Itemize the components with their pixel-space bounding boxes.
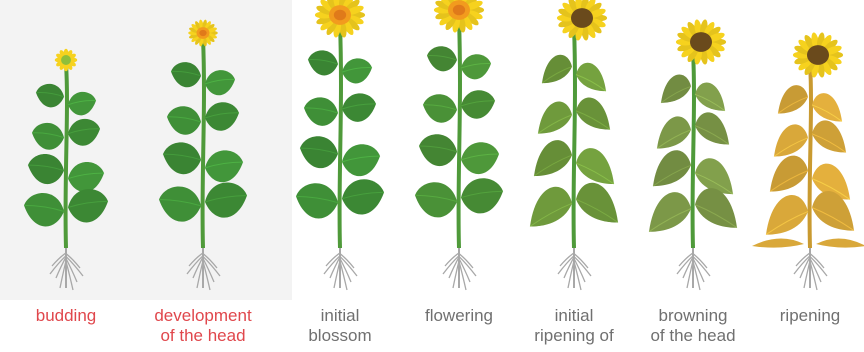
leaf	[576, 183, 618, 223]
stem	[340, 24, 341, 248]
leaf	[661, 74, 691, 102]
stage-label-ripening: ripening	[748, 306, 864, 326]
leaf	[766, 195, 808, 235]
plant-ripening	[752, 32, 864, 290]
stem	[66, 64, 67, 248]
stem	[574, 27, 575, 248]
stem	[459, 19, 460, 248]
plant-flowering	[415, 0, 503, 290]
leaf	[576, 97, 610, 129]
flower-head	[557, 0, 607, 41]
leaf	[653, 150, 691, 186]
stem	[203, 38, 204, 248]
leaf	[534, 140, 572, 176]
plant-initial-blossom	[296, 0, 384, 290]
flower-head	[793, 32, 843, 78]
flower-head	[55, 49, 77, 72]
flower-head	[188, 19, 218, 46]
leaf	[576, 148, 614, 184]
stage-label-browning-of-the-head: browning of the head	[631, 306, 755, 346]
stage-label-flowering: flowering	[397, 306, 521, 326]
leaf	[812, 93, 842, 121]
stem	[693, 51, 694, 248]
plant-initial-ripening	[530, 0, 618, 290]
leaf	[695, 82, 725, 110]
leaf	[695, 112, 729, 144]
stage-label-initial-blossom: initial blossom	[278, 306, 402, 346]
leaf	[812, 120, 846, 152]
plant-browning-of-the-head	[649, 19, 737, 290]
leaf	[576, 63, 606, 91]
leaf	[778, 85, 808, 113]
stage-label-development-of-the-head: development of the head	[141, 306, 265, 346]
stage-label-initial-ripening: initial ripening of	[512, 306, 636, 346]
leaf	[538, 101, 572, 133]
leaf	[770, 156, 808, 192]
plant-budding	[24, 49, 108, 290]
plant-development-of-the-head	[159, 19, 247, 290]
leaf	[542, 55, 572, 83]
stage-label-budding: budding	[4, 306, 128, 326]
leaf	[774, 124, 808, 156]
leaf	[649, 192, 691, 232]
leaf	[530, 187, 572, 227]
leaf	[657, 116, 691, 148]
flower-head	[676, 19, 726, 65]
stem	[810, 64, 811, 248]
